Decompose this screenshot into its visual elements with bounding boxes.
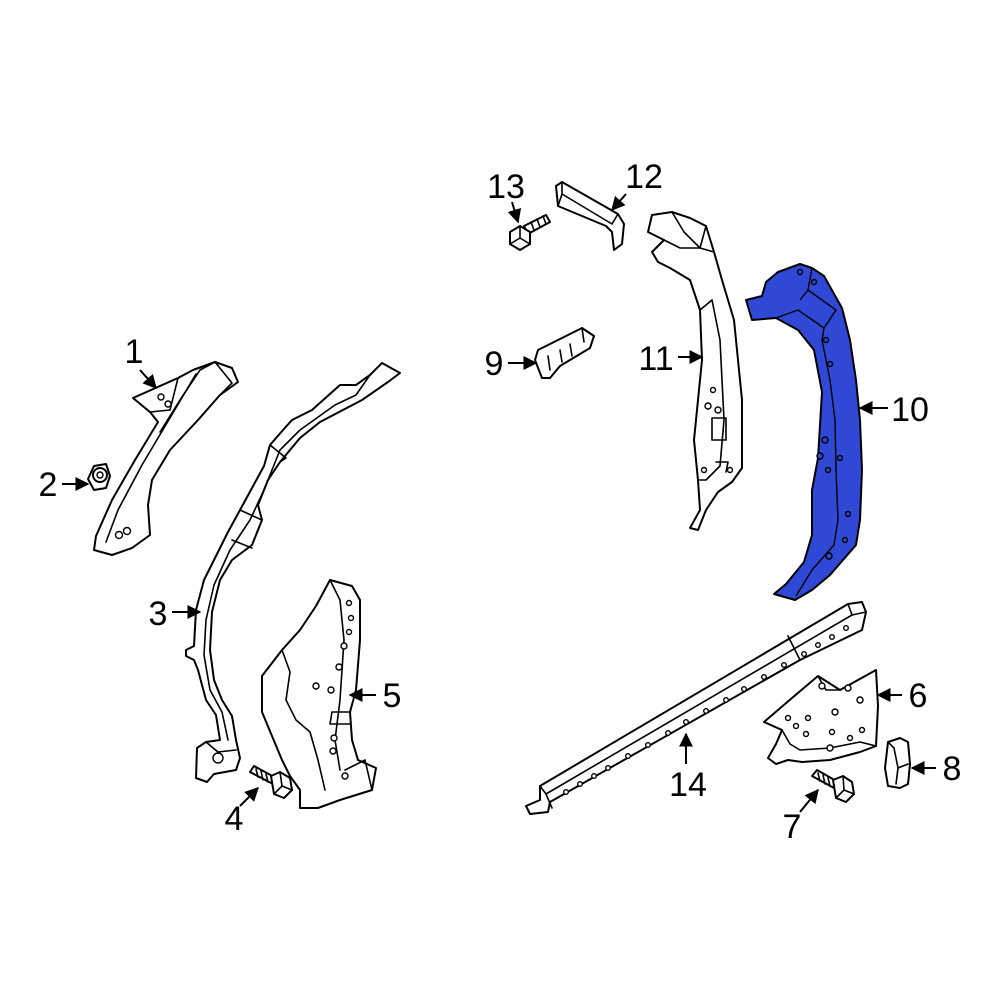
part-4-bolt[interactable]: [249, 765, 293, 799]
callout-label-1: 1: [125, 333, 144, 371]
callout-label-11: 11: [638, 340, 673, 378]
callout-2: 2: [39, 466, 90, 504]
part-9-small-bracket[interactable]: [534, 327, 595, 379]
callout-13: 13: [487, 168, 525, 224]
part-8-clip[interactable]: [884, 737, 911, 789]
callout-label-4: 4: [225, 800, 244, 838]
part-5-lower-bracket[interactable]: [261, 579, 377, 809]
part-6-rocker-bracket[interactable]: [763, 669, 879, 765]
callout-label-6: 6: [909, 677, 928, 715]
callout-6: 6: [876, 677, 928, 715]
callout-3: 3: [149, 595, 202, 633]
callout-4: 4: [225, 787, 259, 838]
callout-label-3: 3: [149, 595, 168, 633]
callout-5: 5: [348, 677, 402, 715]
callout-label-14: 14: [669, 766, 707, 804]
callout-8: 8: [910, 750, 962, 788]
leader-arrow-13: [507, 201, 522, 224]
callout-label-2: 2: [39, 466, 58, 504]
leader-arrow-7: [799, 788, 819, 813]
callout-label-13: 13: [487, 168, 525, 206]
part-11-inner-pillar[interactable]: [647, 211, 743, 531]
part-14-rocker-rail[interactable]: [525, 601, 867, 815]
callout-label-7: 7: [783, 808, 802, 846]
part-2-clip-nut[interactable]: [87, 463, 111, 491]
part-13-bolt[interactable]: [509, 214, 551, 251]
part-7-bolt[interactable]: [811, 769, 855, 803]
part-3-pillar[interactable]: [185, 362, 401, 783]
part-12-strip-bracket[interactable]: [555, 181, 625, 251]
callout-label-8: 8: [943, 750, 962, 788]
part-1-pillar-reinforcement[interactable]: [93, 361, 239, 556]
callout-label-9: 9: [485, 345, 504, 383]
leader-arrow-4: [239, 787, 259, 807]
callout-label-10: 10: [891, 391, 929, 429]
part-10-inner-panel-highlighted[interactable]: [745, 263, 863, 601]
callout-7: 7: [783, 788, 819, 846]
callout-11: 11: [638, 340, 704, 378]
callout-9: 9: [485, 345, 538, 383]
callout-10: 10: [858, 391, 929, 429]
callout-1: 1: [125, 333, 157, 390]
callout-label-5: 5: [383, 677, 402, 715]
callout-14: 14: [669, 732, 707, 804]
callout-label-12: 12: [625, 158, 663, 196]
callout-12: 12: [611, 158, 663, 212]
leader-arrow-12: [611, 193, 627, 212]
leader-arrow-1: [139, 369, 157, 390]
